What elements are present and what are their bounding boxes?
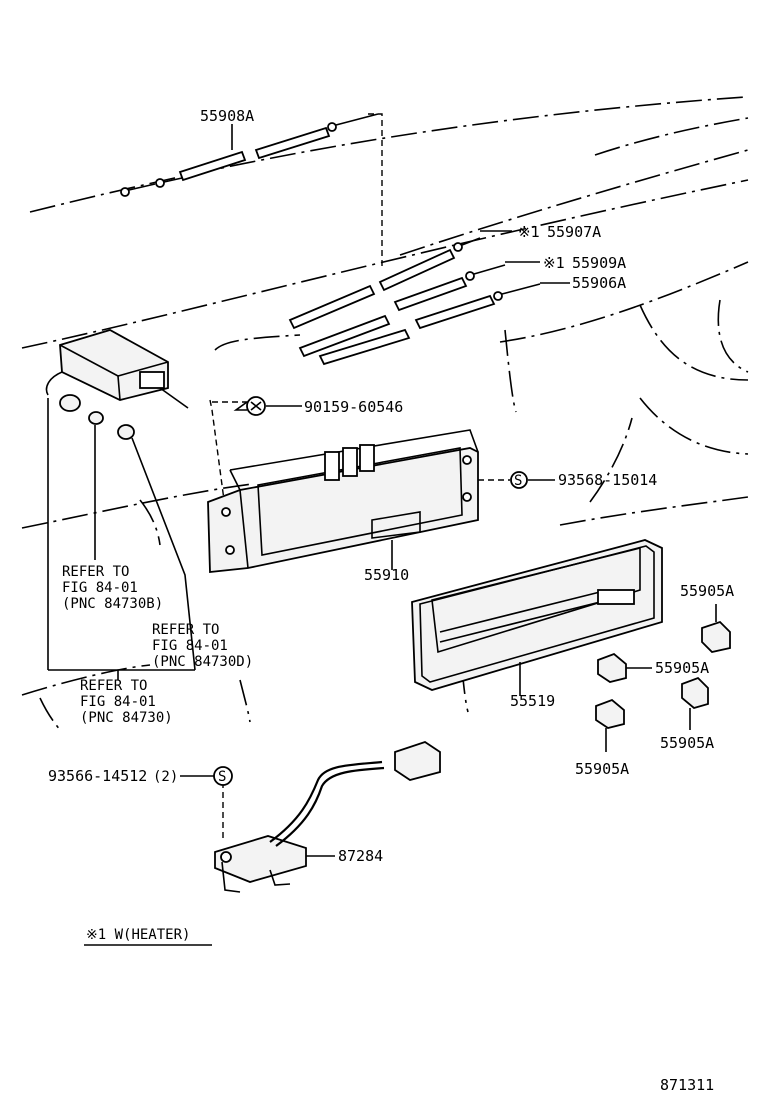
ref-3-line-2: FIG 84-01 — [80, 694, 156, 710]
s-mark-1-text: S — [514, 473, 522, 489]
label-55906A: 55906A — [572, 274, 626, 292]
control-cable-55906A — [318, 283, 541, 366]
note-mark-1: ※1 — [518, 223, 540, 241]
ref-1-line-2: FIG 84-01 — [62, 580, 138, 596]
ref-2-line-2: FIG 84-01 — [152, 638, 228, 654]
label-55519: 55519 — [510, 692, 555, 710]
note-mark-2: ※1 — [543, 254, 565, 272]
control-panel-55519 — [411, 539, 663, 696]
switch-87284 — [214, 741, 441, 893]
ref-2-line-1: REFER TO — [152, 622, 219, 638]
bulb-84730B — [88, 411, 104, 425]
label-55908A: 55908A — [200, 107, 254, 125]
leader-cable-1 — [368, 113, 383, 268]
label-55907A: 55907A — [547, 223, 601, 241]
heater-control-unit-55910 — [207, 429, 479, 573]
s-mark-1: S — [510, 471, 555, 489]
control-cable-55908A — [120, 113, 379, 197]
ref-3-line-3: (PNC 84730) — [80, 710, 173, 726]
bulb-84730D — [117, 424, 135, 440]
control-cable-55909A — [298, 264, 506, 358]
label-55905A-2: 55905A — [655, 659, 709, 677]
label-93568-15014: 93568-15014 — [558, 471, 657, 489]
knob-55905A-1 — [701, 604, 731, 653]
figure-number: 871311 — [660, 1076, 714, 1094]
s-mark-2-text: S — [218, 769, 226, 785]
screw-90159-60546 — [233, 396, 302, 416]
label-55905A-4: 55905A — [575, 760, 629, 778]
bulb-84730 — [59, 394, 81, 412]
leader-lines — [231, 124, 570, 284]
s-mark-2: S — [180, 766, 233, 786]
control-cable-55907A — [288, 237, 481, 330]
reference-lines — [47, 398, 196, 680]
ref-1-line-1: REFER TO — [62, 564, 129, 580]
dashboard-outline — [21, 96, 749, 731]
label-55905A-3: 55905A — [660, 734, 714, 752]
footnote: ※1 W(HEATER) — [86, 927, 190, 943]
label-87284: 87284 — [338, 847, 383, 865]
label-55910: 55910 — [364, 566, 409, 584]
knob-55905A-2 — [597, 652, 652, 683]
ref-1-line-3: (PNC 84730B) — [62, 596, 163, 612]
label-93566-qty: (2) — [153, 769, 178, 785]
leader-screw — [209, 399, 225, 501]
ref-3-line-1: REFER TO — [80, 678, 147, 694]
knob-55905A-4 — [595, 698, 625, 752]
knob-55905A-3 — [681, 676, 709, 730]
ref-2-line-3: (PNC 84730D) — [152, 654, 253, 670]
label-55905A-1: 55905A — [680, 582, 734, 600]
label-55909A: 55909A — [572, 254, 626, 272]
blower-actuator — [45, 329, 189, 409]
label-90159-60546: 90159-60546 — [304, 398, 403, 416]
label-93566-14512: 93566-14512 — [48, 767, 147, 785]
